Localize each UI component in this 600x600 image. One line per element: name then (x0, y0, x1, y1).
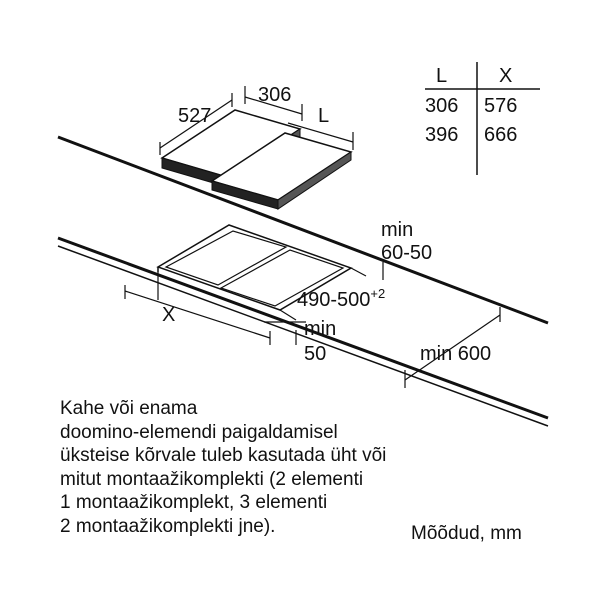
dim-306 (244, 86, 303, 121)
countertop-bottom-edge-lower (57, 245, 549, 427)
dim-x-label: X (162, 304, 175, 326)
dim-60-50-min: min (381, 219, 413, 241)
hob-units (160, 109, 353, 210)
table-cell-x-2: 666 (484, 124, 517, 146)
note-line: mitut montaažikomplekti (2 elementi (60, 468, 364, 490)
dim-600 (404, 307, 501, 388)
dim-60-50-value: 60-50 (381, 242, 432, 264)
countertop-top-edge (57, 135, 549, 325)
table-header-x: X (499, 65, 512, 87)
note-line: 2 montaažikomplekti jne). (60, 515, 276, 537)
dim-490-500-leader-a (279, 309, 297, 321)
dim-527 (159, 93, 233, 155)
dim-50 (264, 321, 306, 345)
cutout-inner-right (219, 249, 345, 307)
dim-527-line (159, 99, 233, 149)
installation-note: Kahe või enama doomino-elemendi paigalda… (60, 397, 460, 538)
dim-490-500-sup: +2 (370, 286, 385, 301)
dim-l-line (287, 122, 354, 143)
dim-490-500-value: 490-500 (297, 289, 370, 311)
dim-x-line (124, 290, 271, 339)
countertop (57, 135, 549, 427)
note-line: üksteise kõrvale tuleb kasutada üht või (60, 445, 387, 466)
note-line: 1 montaažikomplekt, 3 elementi (60, 492, 328, 513)
dim-600-label: min 600 (420, 343, 491, 365)
cutout-inner-left (164, 230, 288, 286)
table-cell-l-2: 396 (425, 124, 458, 146)
dim-l (287, 122, 354, 150)
dim-306-label: 306 (258, 84, 291, 106)
dim-490-500-label: 490-500+2 (297, 286, 385, 311)
table-cell-x-1: 576 (484, 95, 517, 117)
note-line: doomino-elemendi paigaldamisel (60, 421, 338, 443)
dim-490-500 (279, 267, 367, 321)
dim-x (124, 272, 271, 345)
dim-306-line (244, 96, 303, 115)
dim-50-value: 50 (304, 343, 326, 365)
dimension-table (425, 62, 540, 175)
dim-600-line (404, 314, 501, 381)
note-line: Kahe või enama (60, 398, 198, 419)
dim-50-min: min (304, 318, 336, 340)
table-cell-l-1: 306 (425, 95, 458, 117)
cutout-opening (156, 224, 353, 311)
table-header-l: L (436, 65, 447, 87)
hob-unit-right-side (277, 151, 352, 210)
dim-527-label: 527 (178, 105, 211, 127)
countertop-bottom-edge-upper (57, 236, 549, 420)
dim-l-label: L (318, 105, 329, 127)
units-label: Mõõdud, mm (411, 523, 522, 544)
dim-490-500-leader-b (350, 267, 367, 277)
